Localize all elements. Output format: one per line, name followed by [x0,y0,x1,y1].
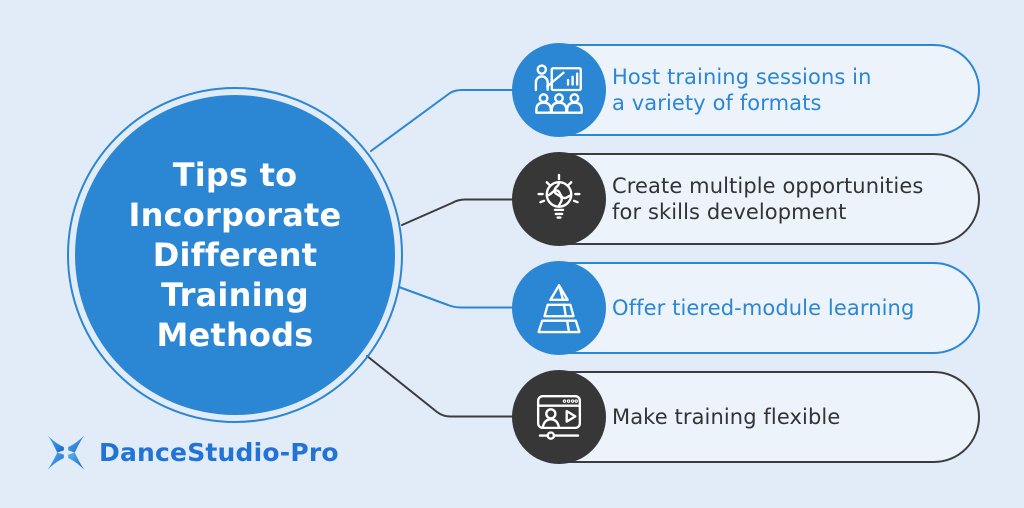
connector-line-2 [401,198,560,226]
tip-text: Offer tiered-module learning [612,261,970,355]
brand-name: DanceStudio-Pro [99,437,339,467]
video-player-icon [512,370,606,464]
brand-logo: DanceStudio-Pro [46,431,339,473]
title-line: Incorporate [128,196,342,234]
connector-line-4 [366,355,560,418]
tip-text-line: for skills development [612,200,847,224]
dancestudio-pro-logo-icon [46,434,86,471]
tip-item-host-training: Host training sessions in a variety of f… [512,43,982,137]
tip-text: Host training sessions in a variety of f… [612,43,970,137]
main-circle-ring: Tips to Incorporate Different Training M… [67,87,403,423]
title-line: Tips to [172,156,298,194]
tip-text-line: Offer tiered-module learning [612,295,915,320]
tip-text: Make training flexible [612,370,970,464]
page-title: Tips to Incorporate Different Training M… [129,155,342,355]
tip-text: Create multiple opportunities for skills… [612,152,970,246]
presentation-icon [512,43,606,137]
title-line: Different [152,236,318,274]
lightbulb-puzzle-icon [512,152,606,246]
tip-text-line: Make training flexible [612,404,841,429]
pyramid-icon [512,261,606,355]
tip-item-flexible-training: Make training flexible [512,370,982,464]
title-line: Training [161,276,309,314]
tip-text-line: a variety of formats [612,91,822,115]
connector-line-3 [398,286,560,309]
tip-item-tiered-module: Offer tiered-module learning [512,261,982,355]
connector-line-1 [370,89,560,152]
main-circle: Tips to Incorporate Different Training M… [75,95,395,415]
tip-text-line: Create multiple opportunities [612,173,924,198]
title-line: Methods [156,316,314,354]
tip-item-skills-development: Create multiple opportunities for skills… [512,152,982,246]
tip-text-line: Host training sessions in [612,64,872,89]
